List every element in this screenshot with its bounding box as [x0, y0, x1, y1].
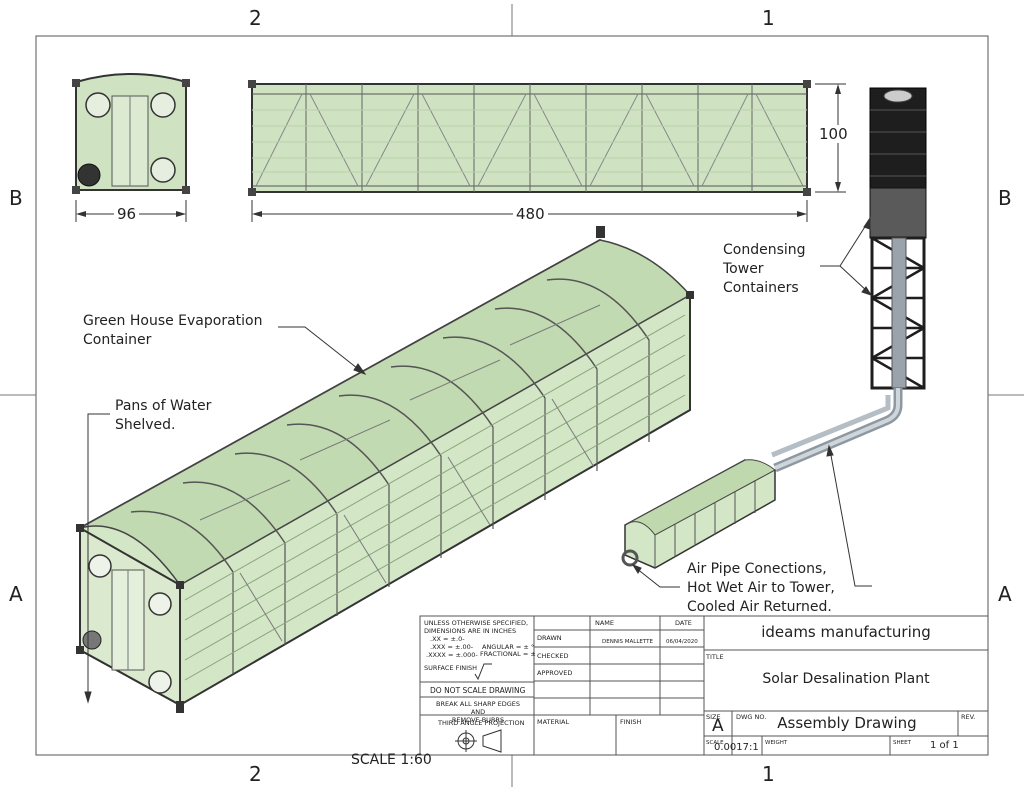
zone-col-top-1: 1 — [762, 6, 775, 30]
zone-row-left-A: A — [9, 582, 23, 606]
dimension-height: 100 — [816, 125, 851, 143]
rev-label: REV. — [961, 713, 976, 721]
drawn-date: 06/04/2020 — [666, 639, 698, 645]
row-approved-label: APPROVED — [537, 669, 573, 677]
zone-col-top-2: 2 — [249, 6, 262, 30]
drawing-title: Solar Desalination Plant — [762, 671, 930, 687]
dimension-end-width: 96 — [114, 205, 140, 223]
dwg-no-label: DWG NO. — [736, 713, 767, 721]
col-date-header: DATE — [675, 619, 692, 627]
title-label: TITLE — [706, 653, 724, 661]
surface-finish-label: SURFACE FINISH — [424, 664, 478, 672]
scale-label: SCALE — [706, 740, 724, 746]
weight-label: WEIGHT — [765, 740, 788, 746]
size-value: A — [712, 716, 724, 736]
end-view — [72, 73, 190, 194]
greenhouse-container-iso — [76, 226, 694, 713]
zone-col-bottom-2: 2 — [249, 762, 262, 786]
third-angle-projection-icon — [455, 729, 502, 753]
angular-tolerance: ANGULAR = ± ° — [482, 643, 535, 651]
side-view — [248, 80, 811, 196]
do-not-scale-note: DO NOT SCALE DRAWING — [430, 686, 526, 695]
sheet-label: SHEET — [893, 740, 911, 746]
scale-note: SCALE 1:60 — [351, 752, 432, 768]
fractional-tolerance: FRACTIONAL = ± — [480, 650, 536, 658]
dwg-no-value: Assembly Drawing — [777, 714, 917, 732]
size-label: SIZE — [706, 713, 721, 721]
zone-col-bottom-1: 1 — [762, 762, 775, 786]
callout-pipes: Air Pipe Conections,Hot Wet Air to Tower… — [687, 561, 835, 615]
row-drawn-label: DRAWN — [537, 634, 562, 642]
material-label: MATERIAL — [537, 718, 570, 726]
tolerance-notes: UNLESS OTHERWISE SPECIFIED, DIMENSIONS A… — [424, 619, 529, 659]
col-name-header: NAME — [595, 619, 615, 627]
projection-label: THIRD ANGLE PROJECTION — [438, 719, 525, 727]
scale-value: 0.0017:1 — [714, 742, 759, 753]
company-name: ideams manufacturing — [761, 623, 931, 641]
zone-row-right-B: B — [998, 186, 1012, 210]
air-pipes — [771, 388, 903, 473]
sheet-value: 1 of 1 — [930, 740, 959, 751]
dimension-length: 480 — [513, 205, 548, 223]
zone-row-right-A: A — [998, 582, 1012, 606]
zone-row-left-B: B — [9, 186, 23, 210]
finish-label: FINISH — [620, 718, 642, 726]
row-checked-label: CHECKED — [537, 652, 569, 660]
duct-container — [621, 459, 776, 569]
drawn-name: DENNIS MALLETTE — [602, 639, 654, 645]
surface-finish-icon — [474, 663, 492, 681]
